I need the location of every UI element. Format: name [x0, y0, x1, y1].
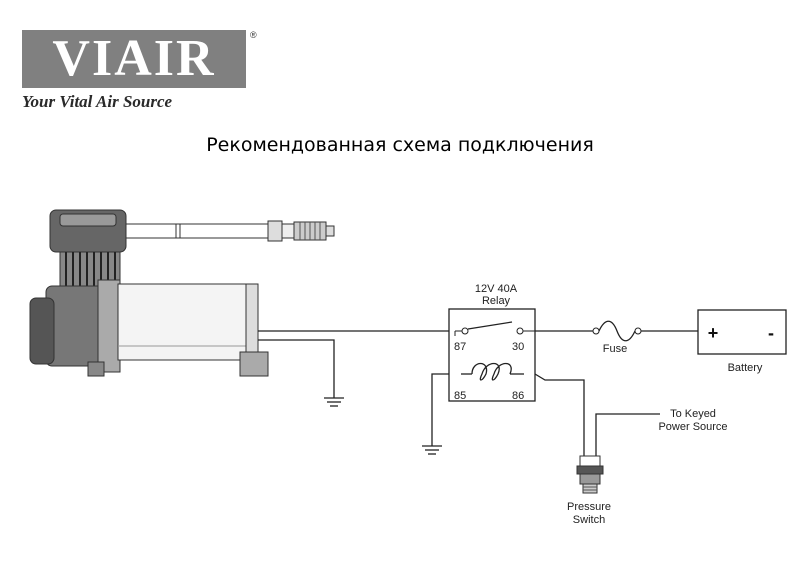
pressure-switch-label-line1: Pressure — [567, 501, 611, 513]
hose-thread-fitting — [293, 221, 335, 241]
relay-switch-contact — [467, 321, 513, 330]
logo-box: VIAIR — [22, 30, 246, 88]
fuse-label: Fuse — [603, 343, 627, 355]
fuse-symbol — [592, 320, 642, 342]
relay-pin-87: 87 — [454, 341, 466, 353]
keyed-power-label-line1: To Keyed — [670, 408, 716, 420]
relay-86-switch-wire — [534, 373, 585, 458]
ground-symbol — [422, 445, 442, 455]
relay-rating-label: 12V 40A — [475, 283, 518, 295]
logo-brand: VIAIR — [52, 30, 216, 87]
air-hose — [119, 223, 281, 239]
ground-symbol — [324, 397, 344, 407]
pressure-switch-icon — [576, 455, 604, 494]
relay-label: Relay — [482, 295, 511, 307]
relay — [448, 308, 536, 402]
keyed-power-label-line2: Power Source — [658, 421, 727, 433]
mounting-bracket — [239, 351, 269, 377]
relay-coil — [471, 362, 512, 381]
side-cover — [29, 297, 55, 365]
pressure-switch-label-line2: Switch — [573, 514, 605, 526]
compressor-illustration — [29, 209, 335, 377]
registered-mark: ® — [250, 30, 257, 40]
relay-85-ground-wire — [431, 373, 449, 446]
battery-plus: + — [708, 323, 719, 343]
page-title: Рекомендованная схема подключения — [206, 134, 594, 156]
keyed-power-wire — [595, 413, 660, 458]
relay-box — [448, 308, 536, 402]
battery-box — [697, 309, 787, 355]
logo-tagline: Your Vital Air Source — [22, 92, 173, 111]
battery-minus: - — [768, 323, 774, 343]
relay-pin-30: 30 — [512, 341, 524, 353]
motor-end-cap — [245, 283, 259, 363]
relay-pin-85: 85 — [454, 390, 466, 402]
battery-label: Battery — [728, 362, 763, 374]
cooling-fins — [59, 251, 121, 287]
motor-power-wire — [258, 330, 456, 336]
hose-fitting-nut — [267, 220, 283, 242]
motor-ground-wire — [258, 339, 335, 398]
viair-logo: VIAIR ® Your Vital Air Source — [22, 30, 262, 111]
motor-housing — [117, 283, 249, 361]
relay-pin-86: 86 — [512, 390, 524, 402]
